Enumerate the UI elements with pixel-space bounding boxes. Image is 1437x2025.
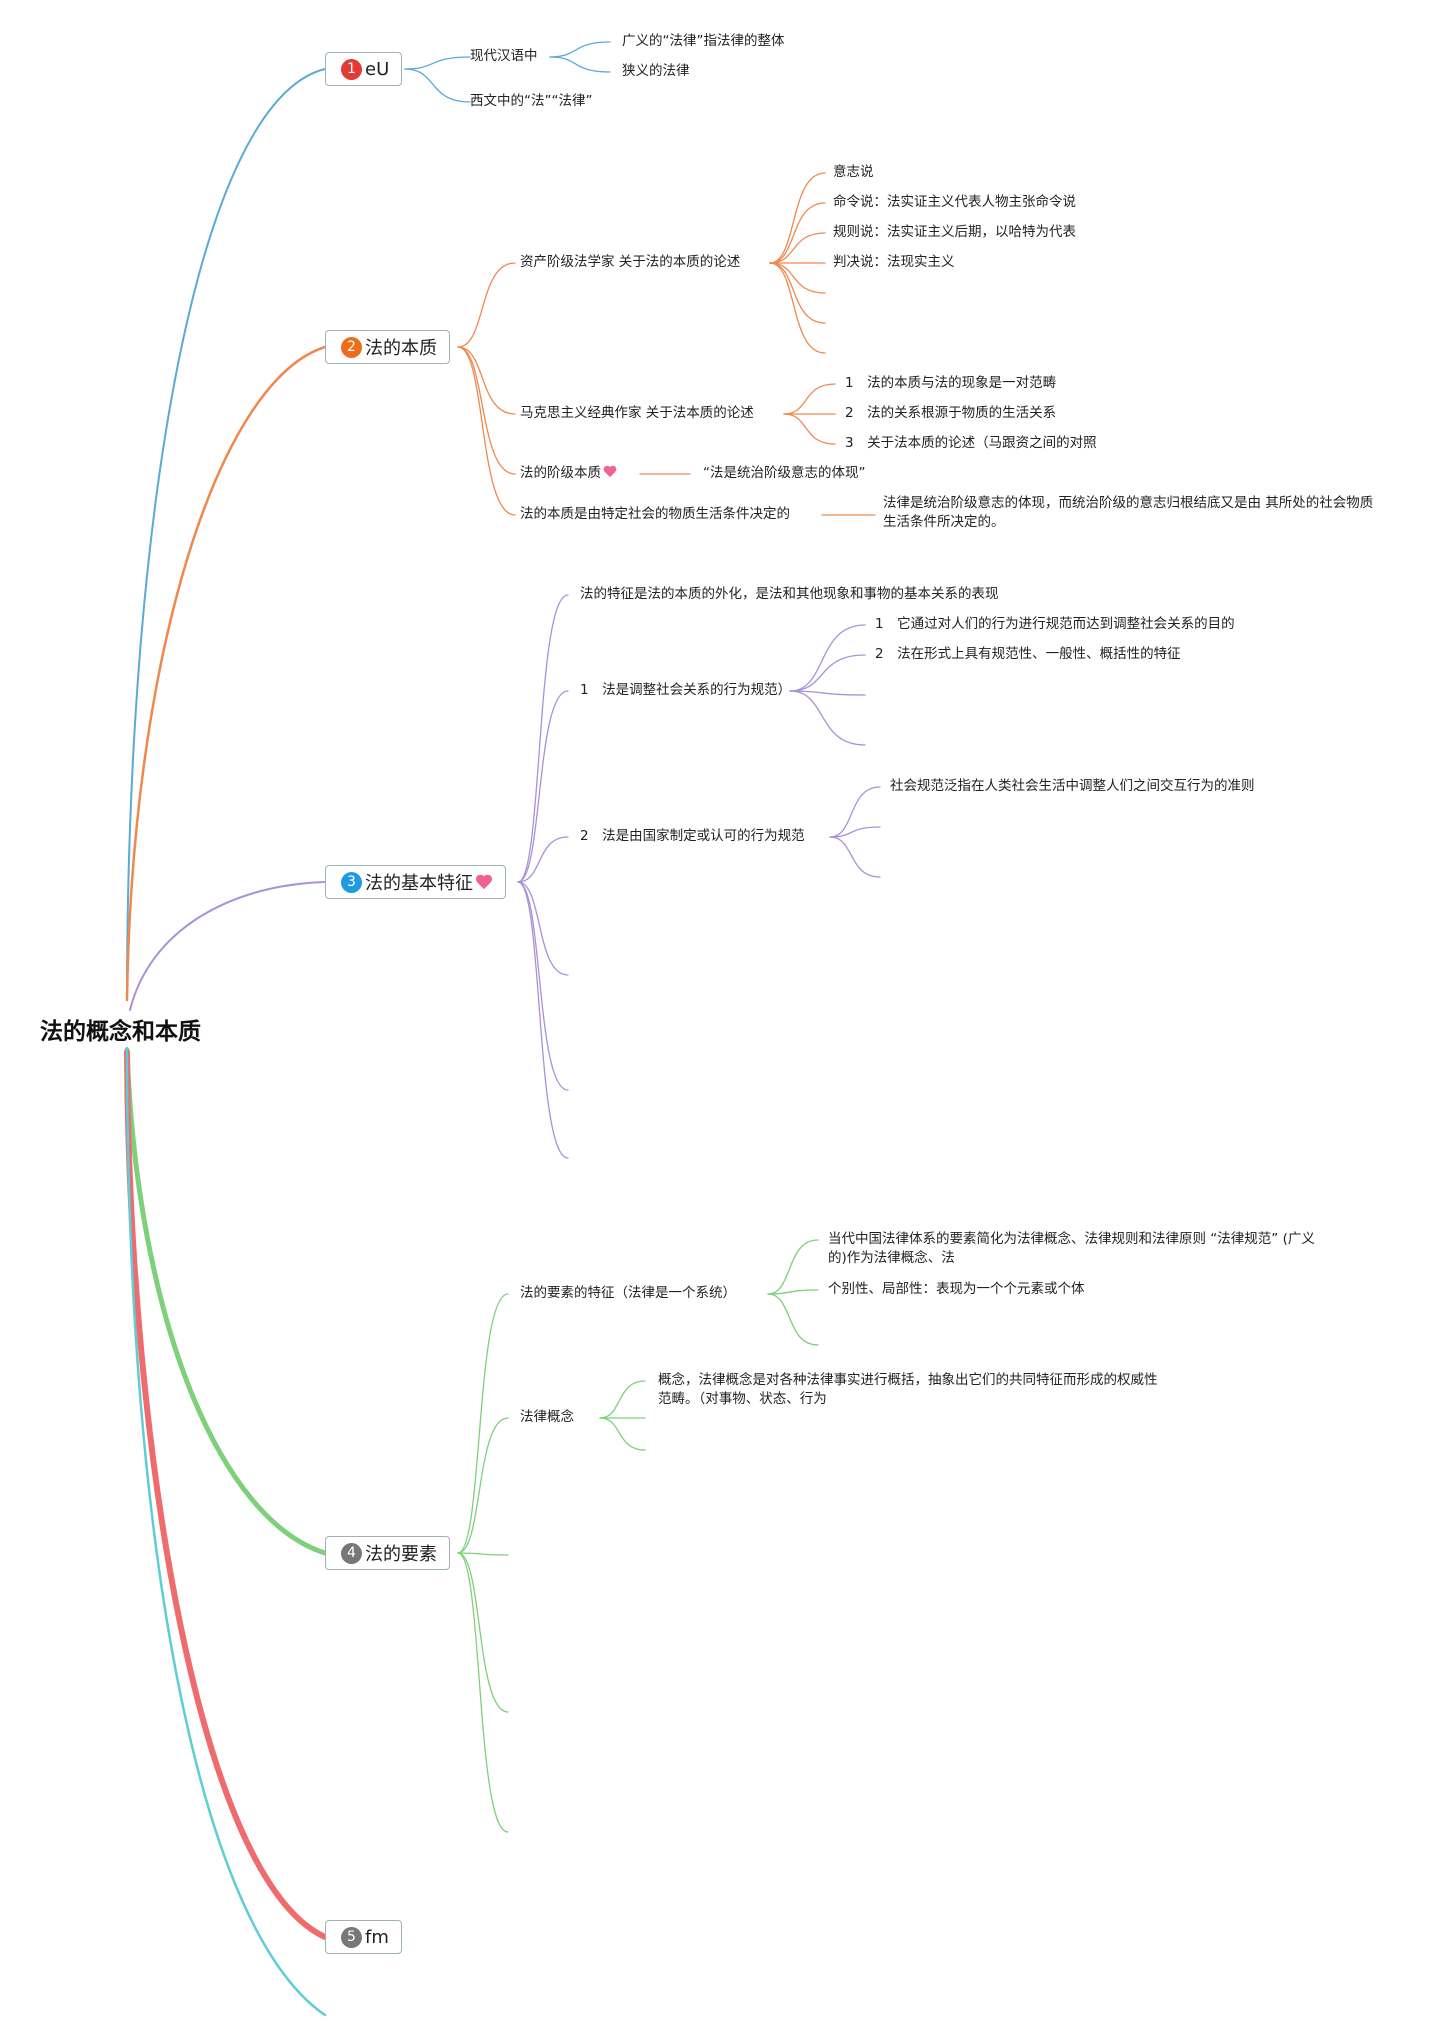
connector-line [517,836,569,883]
leaf-narrow-law[interactable]: 狭义的法律 [622,63,690,79]
subtopic-bourgeois-theory[interactable]: 资产阶级法学家 关于法的本质的论述 [520,254,741,270]
leaf-will-theory[interactable]: 意志说 [833,164,874,180]
leaf-regulate-behavior[interactable]: 1 它通过对人们的行为进行规范而达到调整社会关系的目的 [875,616,1235,632]
topic-title: fm [365,1926,389,1948]
connector-line [549,41,611,58]
branch-line-2 [125,345,327,1002]
subtopic-element-features[interactable]: 法的要素的特征（法律是一个系统） [520,1285,736,1301]
connector-line [789,690,866,696]
connector-line [457,1417,509,1554]
leaf-individuality[interactable]: 个别性、局部性：表现为一个个元素或个体 [828,1281,1085,1297]
connector-line [457,346,516,415]
topic-title: 法的本质 [365,338,437,359]
connector-line [457,1293,509,1554]
subtopic-feature-definition[interactable]: 法的特征是法的本质的外化，是法和其他现象和事物的基本关系的表现 [580,586,999,602]
connector-line [789,654,866,692]
connector-line [769,232,826,264]
number-badge-icon: 5 [341,1926,362,1948]
connector-line [767,1289,819,1295]
connector-line [769,172,826,264]
subtopic-material-conditions[interactable]: 法的本质是由特定社会的物质生活条件决定的 [520,506,790,522]
branch-line-6 [125,1046,327,2017]
branch-line-3 [129,881,326,1011]
topic-4[interactable]: 4 法的要素 [325,1536,450,1570]
leaf-marxist-3[interactable]: 3 关于法本质的论述（马跟资之间的对照 [845,435,1097,451]
connector-line [517,690,569,883]
topic-2[interactable]: 2 法的本质 [325,330,450,364]
subtopic-state-made-norm[interactable]: 2 法是由国家制定或认可的行为规范 [580,828,805,844]
topic-title: eU [365,58,390,80]
connector-line [789,690,866,746]
topic-title: 法的基本特征 [365,873,473,894]
connector-line [599,1417,646,1451]
connector-line [517,594,569,883]
root-topic[interactable]: 法的概念和本质 [40,1019,201,1045]
leaf-judgment-theory[interactable]: 判决说：法现实主义 [833,254,955,270]
leaf-marxist-2[interactable]: 2 法的关系根源于物质的生活关系 [845,405,1057,421]
leaf-command-theory[interactable]: 命令说：法实证主义代表人物主张命令说 [833,194,1076,210]
leaf-rule-theory[interactable]: 规则说：法实证主义后期，以哈特为代表 [833,224,1076,240]
subtopic-behavior-norm[interactable]: 1 法是调整社会关系的行为规范） [580,682,792,698]
heart-icon [475,875,493,890]
connector-line [457,1552,509,1713]
connector-line [549,56,611,73]
subtopic-legal-concept[interactable]: 法律概念 [520,1409,574,1425]
connector-line [829,836,881,878]
leaf-concept-definition[interactable]: 概念，法律概念是对各种法律事实进行概括，抽象出它们的共同特征而形成的权威性范畴。… [658,1372,1158,1407]
topic-1[interactable]: 1 eU [325,52,403,86]
leaf-social-norms[interactable]: 社会规范泛指在人类社会生活中调整人们之间交互行为的准则 [890,778,1255,794]
topic-5[interactable]: 5 fm [325,1920,402,1954]
heart-icon [603,466,617,478]
connector-line [829,786,881,838]
connector-line [404,56,471,70]
topic-title: 法的要素 [365,1544,437,1565]
connector-line [457,346,516,516]
connector-line [599,1380,646,1419]
branch-line-4 [124,1047,328,1556]
connector-line [767,1293,819,1346]
connector-line [829,826,881,838]
number-badge-icon: 4 [341,1542,362,1564]
branch-line-5 [124,1049,328,1940]
branch-line-1 [126,68,326,1001]
leaf-element-system[interactable]: 当代中国法律体系的要素简化为法律概念、法律规则和法律原则 “法律规范” (广义的… [828,1231,1315,1266]
leaf-normative-form[interactable]: 2 法在形式上具有规范性、一般性、概括性的特征 [875,646,1181,662]
subtopic-marxist-theory[interactable]: 马克思主义经典作家 关于法本质的论述 [520,405,754,421]
subtopic-class-essence[interactable]: 法的阶级本质 [520,464,617,483]
connector-line [783,383,836,415]
connector-line [769,262,826,354]
number-badge-icon: 3 [341,871,362,893]
leaf-broad-law[interactable]: 广义的“法律”指法律的整体 [622,33,785,49]
connector-line [769,262,826,294]
connector-line [457,346,516,475]
number-badge-icon: 2 [341,336,362,358]
connector-line [783,413,836,445]
connector-line [457,1552,509,1556]
leaf-class-will[interactable]: “法是统治阶级意志的体现” [703,465,866,481]
connector-line [767,1239,819,1295]
connector-line [457,262,516,348]
connector-line [517,881,569,976]
connector-line [457,1552,509,1833]
leaf-material-conditions[interactable]: 法律是统治阶级意志的体现，而统治阶级的意志归根结底又是由 其所处的社会物质生活条… [883,495,1374,530]
connector-line [517,881,569,1091]
connector-line [769,202,826,264]
connector-line [517,881,569,1159]
connector-line [404,68,471,103]
subtopic-modern-chinese[interactable]: 现代汉语中 [470,48,538,64]
topic-3[interactable]: 3 法的基本特征 [325,865,506,899]
number-badge-icon: 1 [341,58,362,80]
leaf-marxist-1[interactable]: 1 法的本质与法的现象是一对范畴 [845,375,1057,391]
subtopic-western-law[interactable]: 西文中的“法”“法律” [470,93,593,109]
connector-line [789,624,866,692]
